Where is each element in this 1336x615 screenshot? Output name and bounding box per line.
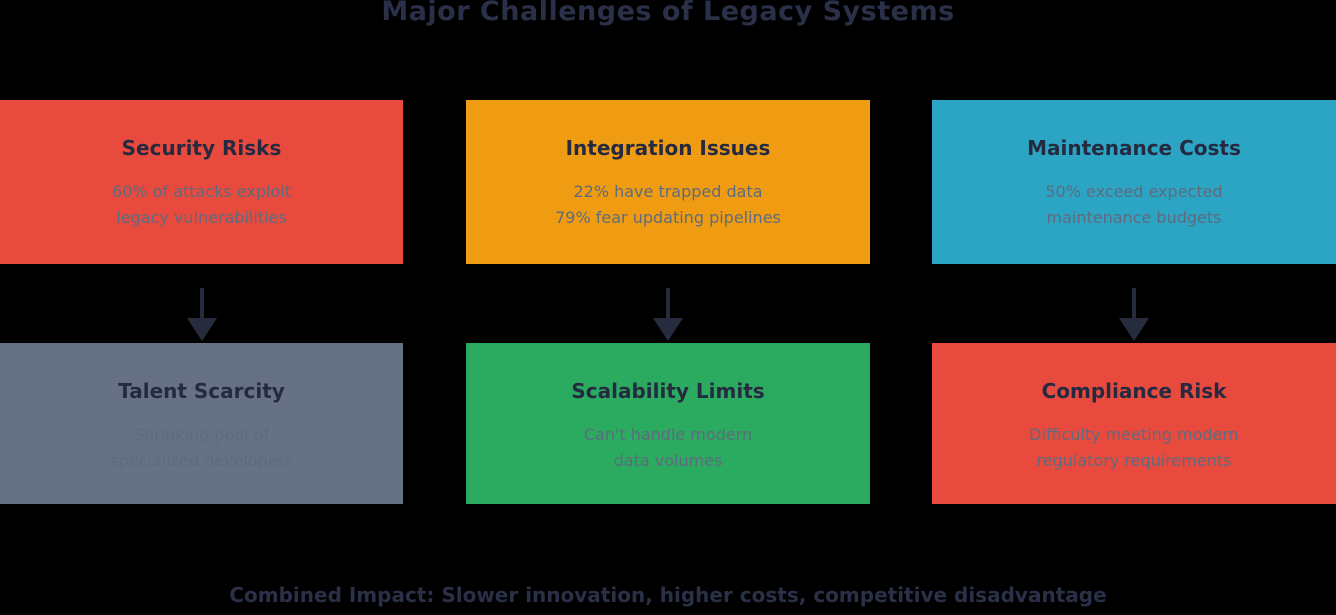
card-subtitle: Shrinking pool of specialized developers xyxy=(0,422,403,474)
card-subtitle-line: specialized developers xyxy=(110,451,293,470)
down-arrow-icon xyxy=(187,288,217,341)
card-subtitle-line: 22% have trapped data xyxy=(573,182,763,201)
card-title: Compliance Risk xyxy=(1041,379,1227,403)
down-arrow-icon xyxy=(1119,288,1149,341)
card-subtitle-line: Difficulty meeting modern xyxy=(1029,425,1239,444)
card-subtitle-line: 60% of attacks exploit xyxy=(112,182,291,201)
arrow-stem xyxy=(1132,288,1136,319)
card-compliance-risk: Compliance Risk Difficulty meeting moder… xyxy=(932,343,1336,504)
card-subtitle: Can't handle modern data volumes xyxy=(466,422,870,474)
card-subtitle-line: legacy vulnerabilities xyxy=(116,208,287,227)
arrow-head xyxy=(653,318,683,341)
card-subtitle-line: Shrinking pool of xyxy=(133,425,270,444)
card-subtitle-line: 79% fear updating pipelines xyxy=(555,208,781,227)
card-subtitle-line: data volumes xyxy=(613,451,723,470)
down-arrow-icon xyxy=(653,288,683,341)
card-integration-issues: Integration Issues 22% have trapped data… xyxy=(466,100,870,264)
card-title: Integration Issues xyxy=(565,136,771,160)
card-subtitle-line: maintenance budgets xyxy=(1046,208,1222,227)
card-subtitle-line: 50% exceed expected xyxy=(1045,182,1223,201)
card-subtitle-line: regulatory requirements xyxy=(1036,451,1232,470)
card-title: Maintenance Costs xyxy=(1027,136,1241,160)
card-subtitle-line: Can't handle modern xyxy=(583,425,753,444)
card-subtitle: 22% have trapped data 79% fear updating … xyxy=(466,179,870,231)
arrow-stem xyxy=(666,288,670,319)
card-title: Scalability Limits xyxy=(571,379,765,403)
arrow-head xyxy=(1119,318,1149,341)
card-scalability-limits: Scalability Limits Can't handle modern d… xyxy=(466,343,870,504)
card-title: Talent Scarcity xyxy=(118,379,285,403)
card-security-risks: Security Risks 60% of attacks exploit le… xyxy=(0,100,403,264)
arrow-stem xyxy=(200,288,204,319)
card-maintenance-costs: Maintenance Costs 50% exceed expected ma… xyxy=(932,100,1336,264)
arrow-head xyxy=(187,318,217,341)
card-subtitle: Difficulty meeting modern regulatory req… xyxy=(932,422,1336,474)
card-talent-scarcity: Talent Scarcity Shrinking pool of specia… xyxy=(0,343,403,504)
combined-impact-note: Combined Impact: Slower innovation, high… xyxy=(229,583,1107,607)
card-subtitle: 60% of attacks exploit legacy vulnerabil… xyxy=(0,179,403,231)
card-title: Security Risks xyxy=(121,136,282,160)
diagram-title: Major Challenges of Legacy Systems xyxy=(381,0,955,27)
card-subtitle: 50% exceed expected maintenance budgets xyxy=(932,179,1336,231)
